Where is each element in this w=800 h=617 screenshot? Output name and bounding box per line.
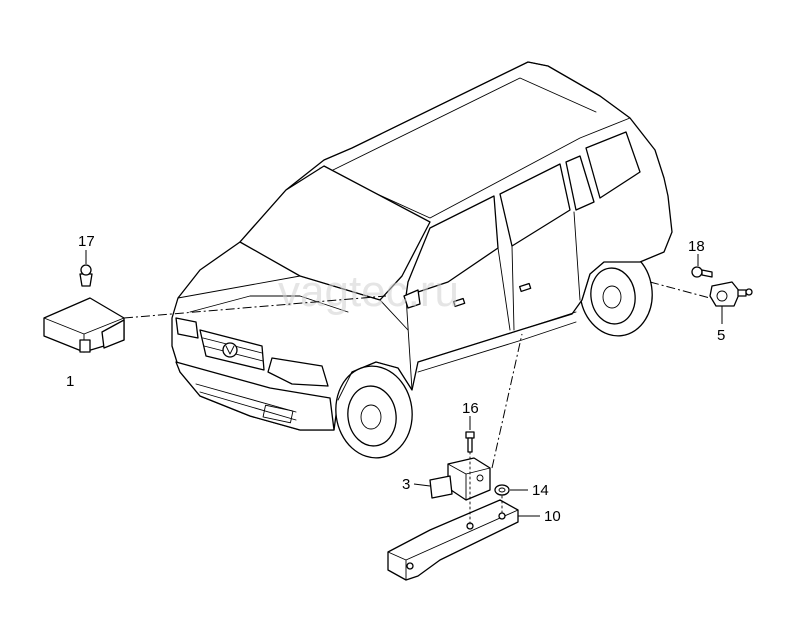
callout-18: 18 (688, 238, 705, 255)
part-5-sensor (649, 281, 753, 324)
vw-emblem (222, 342, 238, 358)
callout-1: 1 (66, 373, 74, 390)
headlight (267, 357, 329, 387)
callout-16: 16 (462, 400, 479, 417)
rear-wheel (579, 247, 653, 337)
watermark: vagtec.ru (278, 267, 459, 316)
part-10-bracket (387, 333, 540, 581)
callout-17: 17 (78, 233, 95, 250)
part-14-nut (494, 484, 528, 496)
callout-10: 10 (544, 508, 561, 525)
front-bumper (175, 361, 335, 431)
part-17-clip (79, 250, 93, 287)
callout-5: 5 (717, 327, 725, 344)
rear-door-window (499, 163, 571, 247)
quarter-window (565, 155, 595, 211)
part-18-bolt (691, 254, 713, 278)
front-door-window (405, 195, 499, 297)
rear-side-window (585, 131, 641, 199)
part-3-sensor (413, 457, 491, 501)
vehicle-illustration (171, 61, 673, 459)
part-16-screw (465, 416, 475, 453)
callout-14: 14 (532, 482, 549, 499)
callout-3: 3 (402, 476, 410, 493)
front-wheel (335, 365, 413, 459)
part-1-control-unit (43, 295, 387, 353)
